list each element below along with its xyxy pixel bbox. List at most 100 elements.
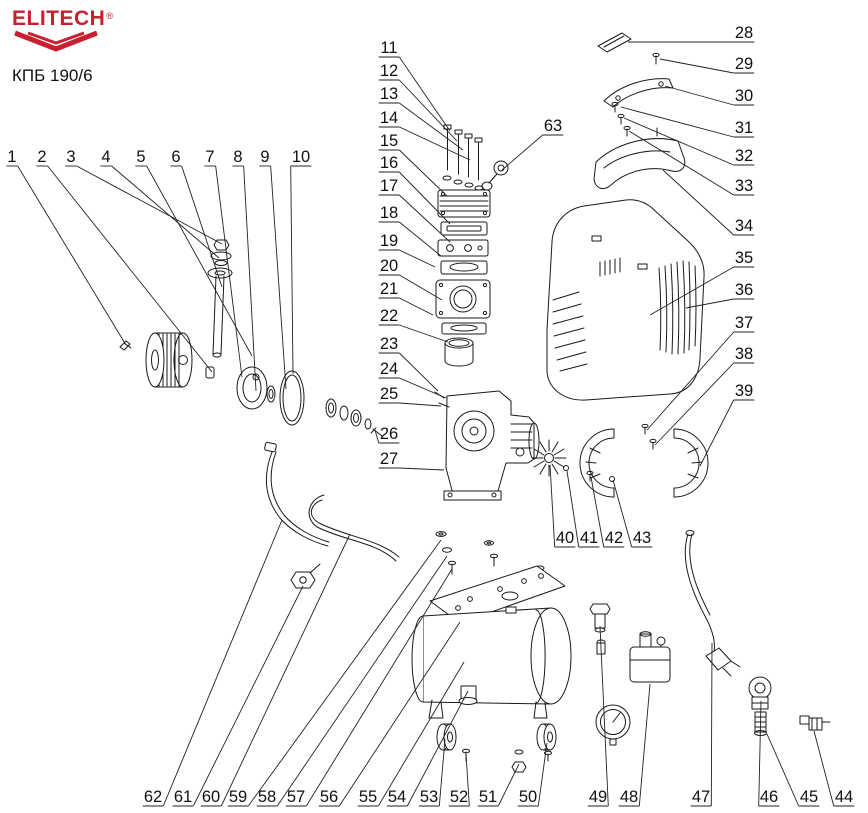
handle-parts-drawing bbox=[593, 32, 686, 190]
callout-45: 45 bbox=[766, 733, 820, 807]
svg-text:19: 19 bbox=[380, 232, 398, 250]
svg-text:57: 57 bbox=[287, 788, 305, 806]
svg-text:48: 48 bbox=[620, 788, 638, 806]
callout-6: 6 bbox=[170, 148, 223, 288]
callout-14: 14 bbox=[378, 109, 471, 161]
svg-text:2: 2 bbox=[37, 148, 46, 166]
callout-23: 23 bbox=[378, 335, 439, 392]
callout-44: 44 bbox=[813, 730, 855, 807]
fan-drawing bbox=[531, 439, 567, 477]
callout-10: 10 bbox=[290, 148, 312, 375]
svg-text:54: 54 bbox=[388, 788, 406, 806]
callout-58: 58 bbox=[256, 555, 448, 807]
callout-13: 13 bbox=[378, 85, 464, 151]
callout-18: 18 bbox=[378, 204, 442, 257]
tank-drawing bbox=[411, 606, 572, 705]
svg-text:63: 63 bbox=[544, 117, 562, 135]
svg-text:33: 33 bbox=[735, 177, 753, 195]
svg-text:5: 5 bbox=[136, 148, 145, 166]
callout-35: 35 bbox=[649, 249, 755, 316]
callout-28: 28 bbox=[628, 24, 755, 43]
svg-text:3: 3 bbox=[66, 148, 75, 166]
svg-text:46: 46 bbox=[760, 788, 778, 806]
svg-text:10: 10 bbox=[292, 148, 310, 166]
svg-text:58: 58 bbox=[258, 788, 276, 806]
callout-32: 32 bbox=[623, 117, 755, 166]
housing-drawing bbox=[546, 199, 705, 401]
seal-rings-drawing bbox=[325, 398, 383, 437]
power-cord-drawing bbox=[684, 530, 741, 677]
pulley-drawing bbox=[145, 332, 193, 388]
svg-text:11: 11 bbox=[380, 39, 397, 57]
svg-text:30: 30 bbox=[735, 87, 753, 105]
callout-43: 43 bbox=[612, 479, 653, 548]
svg-text:50: 50 bbox=[519, 788, 537, 806]
model-label: КПБ 190/6 bbox=[12, 66, 93, 85]
svg-text:36: 36 bbox=[735, 281, 753, 299]
pump-body-drawing bbox=[434, 390, 540, 501]
svg-text:49: 49 bbox=[589, 788, 607, 806]
svg-text:27: 27 bbox=[380, 450, 398, 468]
svg-text:55: 55 bbox=[359, 788, 377, 806]
svg-text:43: 43 bbox=[633, 529, 651, 547]
callout-7: 7 bbox=[204, 148, 243, 378]
svg-text:6: 6 bbox=[171, 148, 180, 166]
crankshaft-drawing bbox=[205, 239, 233, 379]
svg-text:1: 1 bbox=[7, 148, 16, 166]
svg-text:62: 62 bbox=[144, 788, 162, 806]
callout-59: 59 bbox=[227, 539, 442, 807]
svg-text:13: 13 bbox=[380, 85, 398, 103]
callout-55: 55 bbox=[357, 661, 465, 807]
callout-34: 34 bbox=[662, 169, 755, 236]
callout-33: 33 bbox=[628, 130, 755, 196]
callout-63: 63 bbox=[501, 117, 564, 171]
callout-25: 25 bbox=[378, 385, 442, 407]
callout-15: 15 bbox=[378, 132, 448, 197]
svg-text:29: 29 bbox=[735, 55, 753, 73]
callout-1: 1 bbox=[6, 148, 127, 346]
svg-text:52: 52 bbox=[450, 788, 468, 806]
callout-19: 19 bbox=[378, 232, 436, 268]
svg-text:9: 9 bbox=[260, 148, 269, 166]
svg-text:47: 47 bbox=[692, 788, 710, 806]
callout-60: 60 bbox=[200, 533, 351, 807]
callout-11: 11 bbox=[378, 39, 451, 132]
intake-fitting-drawing bbox=[481, 160, 509, 191]
svg-text:15: 15 bbox=[380, 132, 398, 150]
gauge-drawing bbox=[595, 704, 631, 746]
cylinder-head-stack-drawing bbox=[435, 189, 491, 335]
svg-text:26: 26 bbox=[380, 425, 398, 443]
svg-text:31: 31 bbox=[735, 119, 753, 137]
callout-42: 42 bbox=[590, 476, 625, 548]
callout-46: 46 bbox=[758, 700, 780, 807]
svg-text:4: 4 bbox=[101, 148, 110, 166]
svg-text:24: 24 bbox=[380, 360, 398, 378]
svg-text:59: 59 bbox=[229, 788, 247, 806]
callout-2: 2 bbox=[36, 148, 213, 373]
loose-bolt-drawing bbox=[119, 340, 132, 351]
callout-57: 57 bbox=[285, 568, 453, 807]
callout-53: 53 bbox=[418, 738, 446, 807]
svg-text:51: 51 bbox=[479, 788, 497, 806]
svg-text:25: 25 bbox=[380, 385, 398, 403]
callout-62: 62 bbox=[142, 519, 283, 807]
callout-40: 40 bbox=[549, 464, 576, 548]
callout-52: 52 bbox=[448, 752, 470, 807]
svg-text:41: 41 bbox=[580, 529, 598, 547]
callout-38: 38 bbox=[654, 345, 755, 446]
logo-text: ELITECH bbox=[12, 7, 106, 30]
svg-text:12: 12 bbox=[380, 62, 398, 80]
callout-56: 56 bbox=[318, 621, 461, 807]
registered-mark-icon: ® bbox=[106, 10, 113, 21]
callout-27: 27 bbox=[378, 450, 445, 471]
header: ELITECH® КПБ 190/6 bbox=[12, 8, 113, 86]
svg-text:38: 38 bbox=[735, 345, 753, 363]
head-bolts-drawing bbox=[442, 124, 484, 191]
svg-text:16: 16 bbox=[380, 154, 398, 172]
callout-61: 61 bbox=[172, 585, 304, 807]
svg-text:39: 39 bbox=[735, 382, 753, 400]
callout-22: 22 bbox=[378, 307, 449, 343]
callout-3: 3 bbox=[65, 148, 223, 245]
callout-49: 49 bbox=[587, 625, 609, 807]
